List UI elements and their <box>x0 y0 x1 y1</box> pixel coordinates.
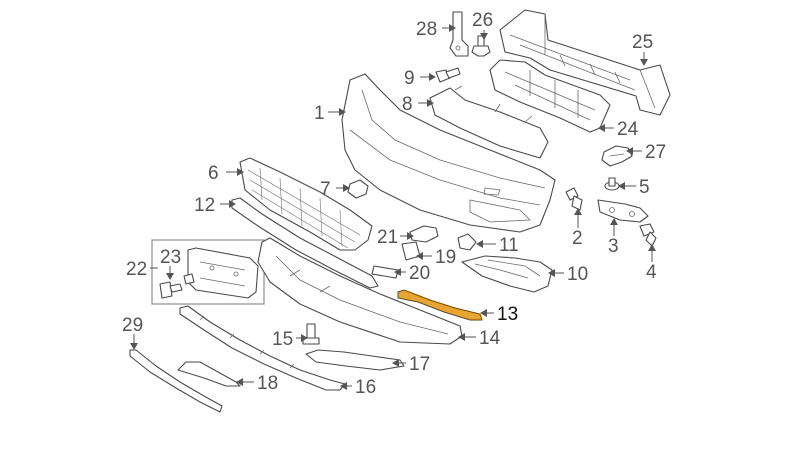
part-1-bumper-cover[interactable] <box>341 73 556 233</box>
callout-1[interactable]: 1 <box>314 103 325 124</box>
part-10-fog-lamp-bezel[interactable] <box>461 255 553 293</box>
callout-17[interactable]: 17 <box>409 354 430 375</box>
callout-24[interactable]: 24 <box>617 119 639 140</box>
callout-25[interactable]: 25 <box>632 32 653 53</box>
part-28-bracket[interactable] <box>449 11 469 57</box>
part-13-trim-strip[interactable] <box>397 289 483 321</box>
part-24-energy-absorber[interactable] <box>489 59 611 133</box>
callout-10[interactable]: 10 <box>567 264 588 285</box>
callout-15[interactable]: 15 <box>272 329 293 350</box>
callout-20[interactable]: 20 <box>409 263 430 284</box>
callout-19[interactable]: 19 <box>435 247 456 268</box>
callout-28[interactable]: 28 <box>416 19 437 40</box>
part-29-long-trim[interactable] <box>129 349 223 413</box>
part-2-bolt[interactable] <box>565 187 583 211</box>
callout-11[interactable]: 11 <box>499 235 519 256</box>
callout-8[interactable]: 8 <box>402 94 413 115</box>
callout-23[interactable]: 23 <box>160 247 181 268</box>
part-5-clip[interactable] <box>604 177 620 191</box>
callout-21[interactable]: 21 <box>377 227 398 248</box>
highlighted-part-shape[interactable] <box>397 289 483 321</box>
part-25-reinforcement-beam[interactable] <box>499 9 671 116</box>
callout-29[interactable]: 29 <box>122 315 143 336</box>
part-20-plate[interactable] <box>371 265 399 279</box>
part-27-bracket[interactable] <box>601 145 633 167</box>
part-18-side-panel[interactable] <box>177 361 241 387</box>
callout-9[interactable]: 9 <box>404 68 415 89</box>
leader-lines <box>130 24 656 390</box>
callout-27[interactable]: 27 <box>645 142 666 163</box>
part-21-cap[interactable] <box>409 225 439 243</box>
callout-18[interactable]: 18 <box>257 373 278 394</box>
part-17-trim[interactable] <box>305 349 405 371</box>
part-19-bracket[interactable] <box>401 241 421 261</box>
callout-4[interactable]: 4 <box>646 262 657 283</box>
callout-7[interactable]: 7 <box>320 179 331 200</box>
callout-labels: 1 2 3 4 5 6 7 8 9 10 11 12 13 14 15 16 1… <box>122 10 666 398</box>
callout-5[interactable]: 5 <box>639 177 650 198</box>
callout-14[interactable]: 14 <box>479 328 501 349</box>
part-9-bolt[interactable] <box>435 67 461 83</box>
part-7-clip[interactable] <box>347 179 369 199</box>
callout-12[interactable]: 12 <box>194 195 215 216</box>
callout-3[interactable]: 3 <box>608 236 619 257</box>
part-26-bolt[interactable] <box>471 35 491 57</box>
callout-26[interactable]: 26 <box>472 10 493 31</box>
callout-16[interactable]: 16 <box>355 377 376 398</box>
callout-13[interactable]: 13 <box>497 304 518 325</box>
part-22-license-bracket-group[interactable] <box>151 239 265 305</box>
part-4-bolt[interactable] <box>639 223 657 247</box>
callout-22[interactable]: 22 <box>126 259 147 280</box>
part-23-screw[interactable] <box>159 273 195 299</box>
part-12-moulding-strip[interactable] <box>231 197 379 289</box>
part-6-lower-grille[interactable] <box>239 157 373 251</box>
callout-2[interactable]: 2 <box>572 228 583 249</box>
part-15-bolt[interactable] <box>302 323 320 345</box>
part-3-side-bracket[interactable] <box>597 199 649 223</box>
callout-6[interactable]: 6 <box>208 163 219 184</box>
part-11-clip[interactable] <box>457 233 477 251</box>
part-8-upper-grille[interactable] <box>429 85 549 159</box>
